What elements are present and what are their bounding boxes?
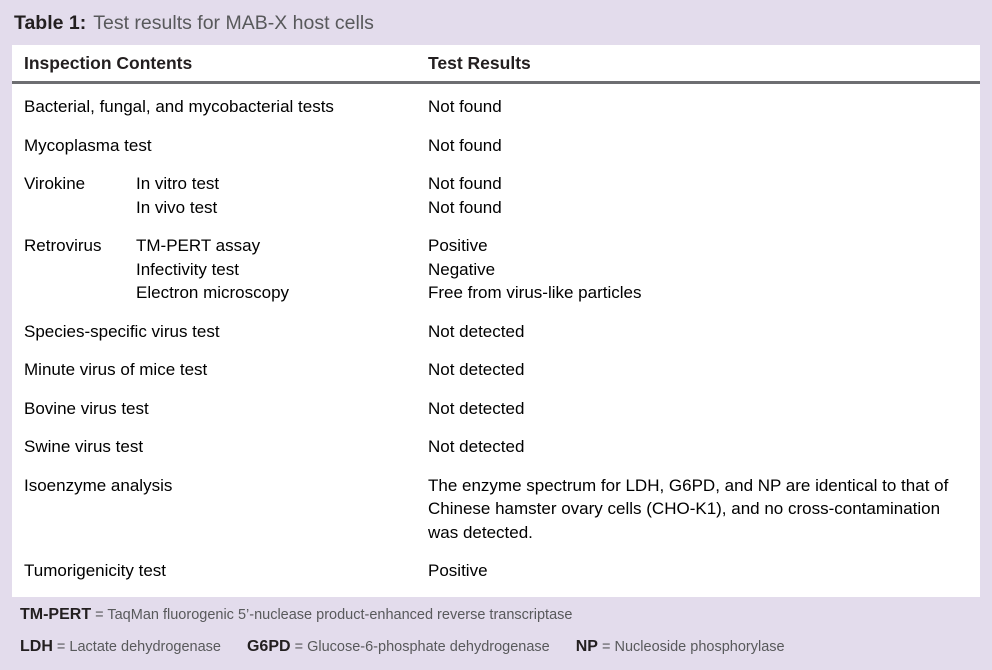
footnote-abbreviation: TM-PERT (20, 606, 92, 623)
cell-test-result: Positive Negative Free from virus-like p… (428, 236, 642, 302)
cell-inspection-content: Tumorigenicity test (24, 561, 167, 580)
table-header-row: Inspection Contents Test Results (12, 45, 980, 84)
table-row: Virokine In vitro test In vivo test Not fo… (12, 161, 980, 223)
table-caption: Table 1: Test results for MAB-X host cell… (14, 9, 974, 39)
table-row: Bacterial, fungal, and mycobacterial tes… (12, 84, 980, 123)
cell-test-result: Not found (428, 135, 502, 155)
table-row: Retrovirus TM-PERT assay Infectivity test… (12, 223, 980, 309)
cell-test-result: Positive (428, 561, 488, 580)
footnote-definition: = Nucleoside phosphorylase (597, 639, 785, 655)
footnote-abbreviation: NP (575, 638, 598, 655)
cell-inspection-content: Species-specific virus test (24, 321, 220, 341)
cell-inspection-content: Retrovirus (24, 236, 102, 255)
cell-test-result: Not detected (428, 437, 525, 456)
cell-inspection-subitems: TM-PERT assay Infectivity test Electron … (136, 236, 290, 302)
caption-label: Table 1: (14, 12, 87, 34)
cell-test-result: Not found (428, 97, 502, 116)
table-row: Minute virus of mice test Not detected (12, 347, 980, 386)
footnote-definition: = Lactate dehydrogenase (52, 639, 221, 655)
cell-test-result: Not found Not found (428, 174, 502, 217)
footnote-line-2: LDH = Lactate dehydrogenase G6PD = Glucos… (20, 638, 785, 656)
table-row: Tumorigenicity test Positive (12, 548, 980, 587)
column-header-test-results: Test Results (428, 53, 531, 73)
table-row: Swine virus test Not detected (12, 424, 980, 463)
cell-inspection-content: Bovine virus test (24, 398, 149, 418)
footnote-abbreviation: G6PD (246, 638, 291, 655)
cell-inspection-content: Mycoplasma test (24, 135, 152, 155)
cell-inspection-subitems: In vitro test In vivo test (136, 174, 220, 217)
footnote-definition: = TaqMan fluorogenic 5’-nuclease product… (91, 607, 573, 623)
cell-test-result: Not detected (428, 398, 525, 418)
table-row: Mycoplasma test Not found (12, 123, 980, 162)
table-row: Isoenzyme analysis The enzyme spectrum fo… (12, 463, 980, 549)
cell-test-result: Not detected (428, 321, 525, 341)
footnote-line-1: TM-PERT = TaqMan fluorogenic 5’-nuclease… (20, 606, 572, 624)
cell-test-result: The enzyme spectrum for LDH, G6PD, and N… (428, 475, 949, 542)
cell-inspection-content: Minute virus of mice test (24, 360, 208, 379)
cell-inspection-content: Virokine (24, 174, 86, 193)
cell-inspection-content: Isoenzyme analysis (24, 475, 173, 495)
table-row: Bovine virus test Not detected (12, 386, 980, 425)
table-footnotes: TM-PERT = TaqMan fluorogenic 5’-nuclease… (0, 597, 992, 670)
footnote-abbreviation: LDH (20, 638, 53, 655)
table-row: Species-specific virus test Not detected (12, 309, 980, 348)
column-header-inspection-contents: Inspection Contents (24, 53, 193, 73)
cell-inspection-content: Bacterial, fungal, and mycobacterial tes… (24, 97, 334, 116)
caption-text: Test results for MAB-X host cells (93, 12, 374, 34)
table-surface: Inspection Contents Test Results Bacteri… (12, 45, 980, 597)
cell-inspection-content: Swine virus test (24, 437, 144, 456)
cell-test-result: Not detected (428, 360, 525, 379)
footnote-definition: = Glucose-6-phosphate dehydrogenase (290, 639, 550, 655)
